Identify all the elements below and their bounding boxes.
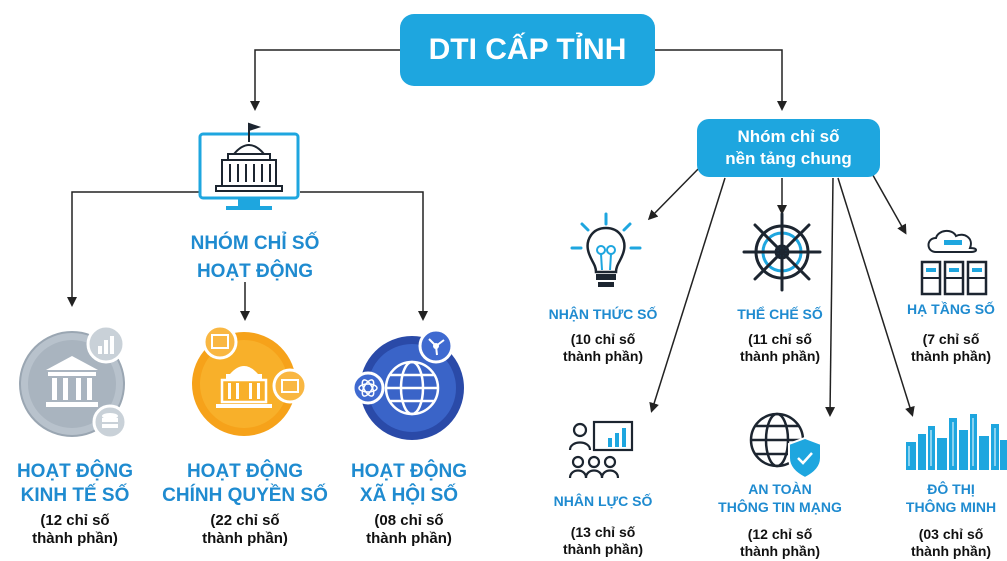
do-thi-title-line2: THÔNG MINH [905,499,997,515]
infra-item-nhan-luc-so: NHÂN LỰC SỐ (13 chỉ số thành phần) [528,492,678,558]
an-toan-title-line1: AN TOÀN [748,481,812,497]
infra-item-an-toan-thong-tin-mang: AN TOÀN THÔNG TIN MẠNG (12 chỉ số thành … [695,480,865,560]
activity-group-title-line2: HOẠT ĐỘNG [196,261,314,282]
activity-item-kinh-te-so: HOẠT ĐỘNG KINH TẾ SỐ (12 chỉ số thành ph… [0,460,150,548]
globe-shield-icon [749,412,822,480]
the-che-so-count-line2: thành phần) [739,348,821,364]
nhan-luc-so-title: NHÂN LỰC SỐ [553,493,653,509]
government-building-icon [192,324,308,436]
kinh-te-so-title-line1: HOẠT ĐỘNG [16,461,134,482]
kinh-te-so-title-line2: KINH TẾ SỐ [20,485,130,506]
ha-tang-so-count-line1: (7 chỉ số [922,331,980,347]
the-che-so-title: THỂ CHẾ SỐ [737,306,823,322]
an-toan-title-line2: THÔNG TIN MẠNG [718,499,842,515]
an-toan-count-line1: (12 chỉ số [747,526,813,542]
globe-network-icon [351,328,464,440]
bank-icon [19,324,128,440]
infra-group-title-line2: nền tảng chung [725,149,852,168]
nhan-thuc-so-count-line2: thành phần) [562,348,644,364]
nhan-luc-so-count-line2: thành phần) [562,541,644,557]
activity-item-chinh-quyen-so: HOẠT ĐỘNG CHÍNH QUYỀN SỐ (22 chỉ số thàn… [153,460,337,548]
kinh-te-so-count-line1: (12 chỉ số [40,512,110,529]
cloud-server-icon [920,230,988,296]
infra-item-do-thi-thong-minh: ĐÔ THỊ THÔNG MINH (03 chỉ số thành phần) [895,480,1007,560]
dti-title: DTI CẤP TỈNH [428,33,627,66]
presentation-people-icon [568,420,634,479]
activity-item-xa-hoi-so: HOẠT ĐỘNG XÃ HỘI SỐ (08 chỉ số thành phầ… [335,460,483,548]
xa-hoi-so-title-line2: XÃ HỘI SỐ [359,485,459,506]
do-thi-count-line2: thành phần) [910,543,992,559]
do-thi-count-line1: (03 chỉ số [918,526,984,542]
the-che-so-count-line1: (11 chỉ số [748,331,812,347]
chinh-quyen-so-title-line1: HOẠT ĐỘNG [186,461,304,482]
infra-item-the-che-so: THỂ CHẾ SỐ (11 chỉ số thành phần) [705,305,855,365]
nhan-luc-so-count-line1: (13 chỉ số [570,524,636,540]
infra-group-box: Nhóm chỉ số nền tảng chung [697,119,880,177]
dti-title-box: DTI CẤP TỈNH [400,14,655,86]
xa-hoi-so-count-line2: thành phần) [366,530,452,547]
chinh-quyen-so-count-line1: (22 chỉ số [210,512,280,529]
nhan-thuc-so-count-line1: (10 chỉ số [570,331,636,347]
city-skyline-icon [906,414,1007,470]
ha-tang-so-count-line2: thành phần) [910,348,992,364]
infra-item-ha-tang-so: HẠ TẦNG SỐ (7 chỉ số thành phần) [895,300,1007,365]
infra-group-title-line1: Nhóm chỉ số [737,127,840,146]
xa-hoi-so-title-line1: HOẠT ĐỘNG [350,461,468,482]
lightbulb-icon [570,212,642,287]
ha-tang-so-title: HẠ TẦNG SỐ [907,301,995,317]
an-toan-count-line2: thành phần) [739,543,821,559]
xa-hoi-so-count-line1: (08 chỉ số [374,512,444,529]
nhan-thuc-so-title: NHẬN THỨC SỐ [548,306,658,322]
ship-wheel-icon [742,212,822,292]
kinh-te-so-count-line2: thành phần) [32,530,118,547]
infra-item-nhan-thuc-so: NHẬN THỨC SỐ (10 chỉ số thành phần) [528,305,678,365]
do-thi-title-line1: ĐÔ THỊ [927,481,975,497]
chinh-quyen-so-count-line2: thành phần) [202,530,288,547]
activity-group-title: NHÓM CHỈ SỐ HOẠT ĐỘNG [160,230,350,286]
chinh-quyen-so-title-line2: CHÍNH QUYỀN SỐ [162,485,328,506]
monitor-building-icon [198,122,300,210]
activity-group-title-line1: NHÓM CHỈ SỐ [190,233,320,254]
